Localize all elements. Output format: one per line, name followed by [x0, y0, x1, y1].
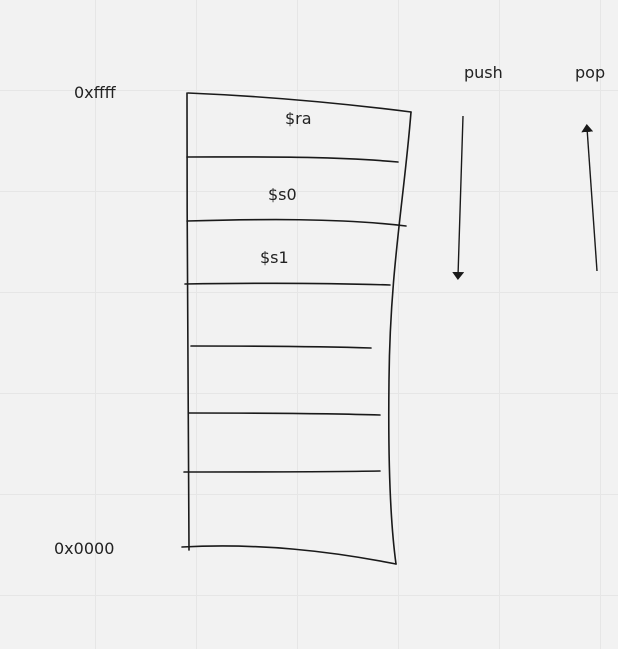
stack-divider — [186, 218, 407, 227]
stack-divider — [184, 282, 391, 286]
pop-arrow — [581, 124, 598, 272]
stack-right-edge — [387, 111, 412, 565]
pop-label: pop — [575, 63, 606, 82]
stack-slot-label: $ra — [285, 109, 312, 128]
push-label: push — [464, 63, 503, 82]
stack-divider — [190, 345, 372, 349]
stack-divider — [186, 156, 399, 163]
stack-top-edge — [187, 92, 412, 113]
stack-divider — [183, 470, 381, 473]
stack-left-edge — [186, 92, 190, 551]
stack-slot-label: $s1 — [260, 248, 289, 267]
bottom-address-label: 0x0000 — [54, 539, 115, 558]
push-arrow — [452, 115, 465, 280]
stack-slot-label: $s0 — [268, 185, 297, 204]
stack-divider — [188, 412, 381, 416]
stack-bottom-edge — [181, 545, 397, 565]
top-address-label: 0xffff — [74, 83, 116, 102]
